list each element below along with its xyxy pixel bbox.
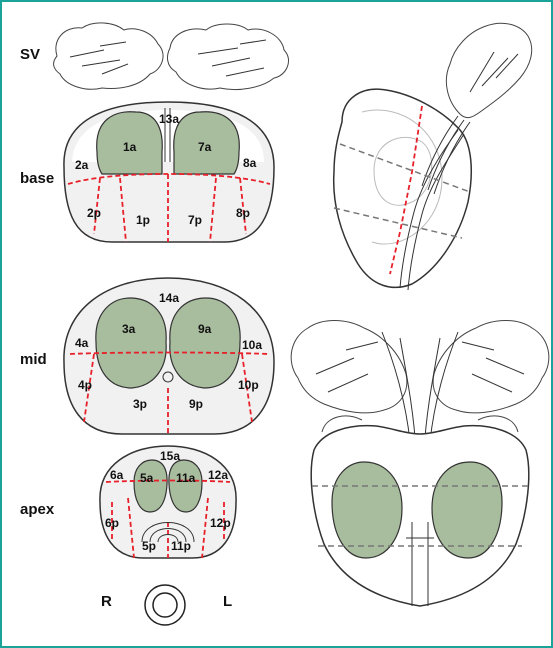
mid-sector-divisions	[83, 353, 253, 434]
base-urethra-line	[164, 108, 171, 162]
zone-4p: 4p	[78, 378, 92, 392]
zone-9a: 9a	[198, 322, 212, 336]
apex-outline	[99, 445, 237, 559]
zone-11a: 11a	[176, 471, 196, 485]
coronal-urethra	[406, 522, 434, 606]
zone-7p: 7p	[188, 213, 202, 227]
sagittal-ap-division	[389, 105, 423, 275]
zone-1a: 1a	[123, 140, 137, 154]
orientation-left-label: L	[223, 593, 232, 610]
zone-13a: 13a	[159, 112, 179, 126]
apex-sector-divisions	[111, 497, 225, 559]
sagittal-sv-folds	[469, 51, 519, 93]
sagittal-level-lines	[333, 143, 471, 239]
zone-10a: 10a	[242, 338, 262, 352]
apex-zone-5a-gland	[133, 459, 168, 513]
coronal-view	[290, 320, 550, 607]
zone-2p: 2p	[87, 206, 101, 220]
sagittal-prostate-outline	[332, 88, 473, 289]
mid-zone-3a-gland	[95, 297, 167, 389]
zone-6a: 6a	[110, 468, 124, 482]
seminal-vesicle-right-folds	[69, 41, 129, 75]
sagittal-seminal-vesicle	[445, 22, 533, 119]
row-label-sv: SV	[20, 46, 40, 63]
zone-3p: 3p	[133, 397, 147, 411]
zone-10p: 10p	[238, 378, 259, 392]
zone-5p: 5p	[142, 539, 156, 553]
zone-14a: 14a	[159, 291, 179, 305]
zone-1p: 1p	[136, 213, 150, 227]
zone-8a: 8a	[243, 156, 257, 170]
base-zone-1a-gland	[96, 111, 163, 175]
seminal-vesicle-left	[167, 23, 289, 91]
mid-ap-division	[69, 351, 269, 355]
zone-9p: 9p	[189, 397, 203, 411]
mid-slice: 14a 3a 9a 4a 10a 4p 3p 9p 10p	[63, 277, 275, 435]
apex-zone-11a-gland	[168, 459, 203, 513]
zone-2a: 2a	[75, 158, 89, 172]
base-zone-7a-gland	[173, 111, 240, 175]
base-slice: 13a 1a 7a 2a 8a 2p 1p 7p 8p	[63, 101, 275, 243]
zone-11p: 11p	[171, 539, 191, 553]
mid-urethra	[162, 371, 174, 383]
coronal-sv-right-folds	[315, 341, 379, 393]
row-label-apex: apex	[20, 501, 55, 518]
zone-15a: 15a	[160, 449, 180, 463]
zone-7a: 7a	[198, 140, 212, 154]
apex-urethral-sphincter	[141, 522, 195, 543]
sagittal-inner-contours	[361, 109, 443, 245]
sagittal-view	[332, 22, 533, 291]
zone-3a: 3a	[122, 322, 136, 336]
seminal-vesicles-axial	[53, 22, 289, 91]
zone-6p: 6p	[105, 516, 119, 530]
zone-4a: 4a	[75, 336, 89, 350]
zone-12a: 12a	[208, 468, 228, 482]
seminal-vesicle-left-folds	[197, 39, 267, 77]
apex-ap-division	[105, 479, 231, 483]
base-sector-divisions	[93, 174, 247, 243]
row-label-base: base	[20, 170, 54, 187]
sagittal-ejaculatory-ducts	[421, 115, 471, 195]
coronal-vas-deferens	[381, 331, 459, 523]
mid-zone-9a-gland	[169, 297, 241, 389]
zone-12p: 12p	[210, 516, 231, 530]
coronal-sv-left-folds	[461, 341, 525, 393]
zone-8p: 8p	[236, 206, 250, 220]
orientation-inner-circle	[152, 592, 178, 618]
coronal-seminal-vesicle-right	[290, 320, 408, 414]
zone-5a: 5a	[140, 471, 154, 485]
orientation-right-label: R	[101, 593, 112, 610]
coronal-right-lobe	[431, 461, 503, 559]
orientation-marker: R L	[101, 584, 232, 626]
apex-slice: 15a 5a 11a 6a 12a 6p 5p 11p 12p	[99, 445, 237, 559]
seminal-vesicle-right	[53, 22, 164, 90]
coronal-left-lobe	[331, 461, 403, 559]
coronal-seminal-vesicle-left	[432, 320, 550, 414]
row-label-mid: mid	[20, 351, 47, 368]
coronal-level-lines	[312, 485, 530, 547]
coronal-sv-base	[321, 415, 519, 433]
